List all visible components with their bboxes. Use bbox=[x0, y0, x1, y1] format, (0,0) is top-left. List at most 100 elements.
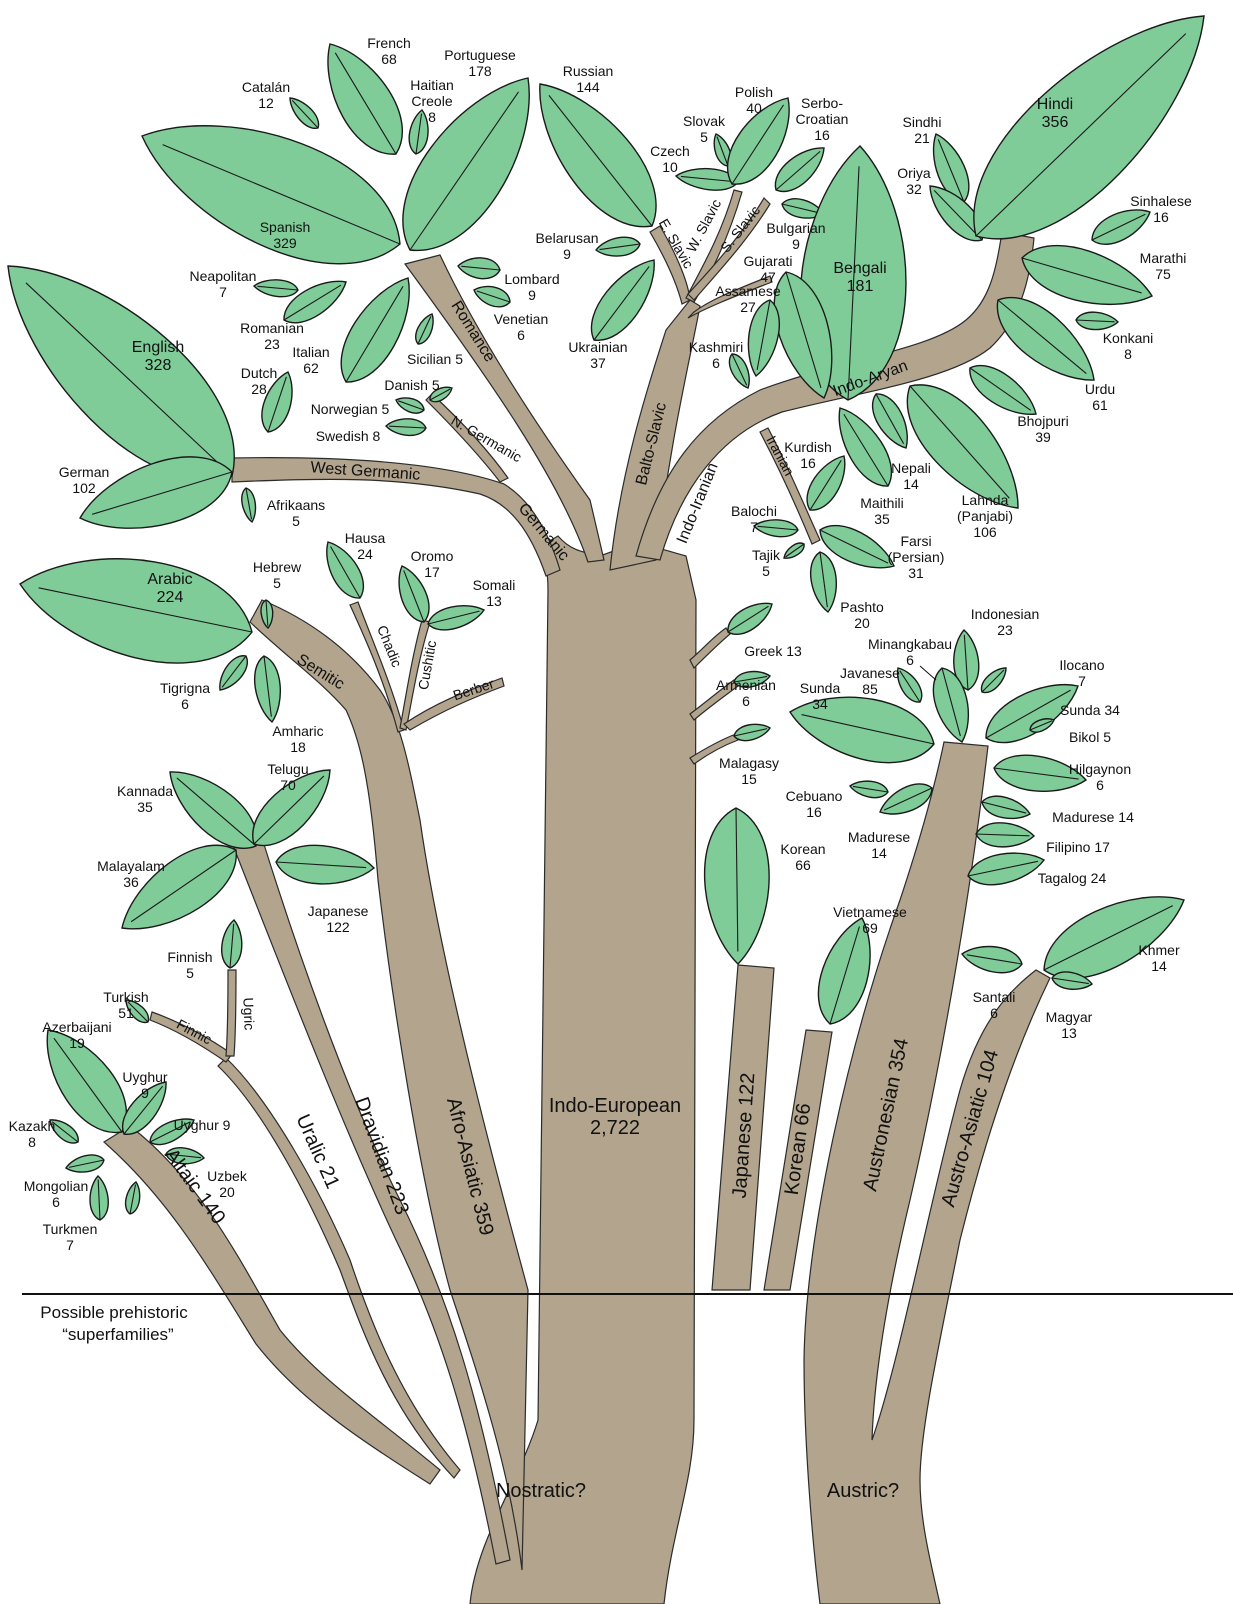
label-malayalam: Japanese122 bbox=[308, 903, 369, 935]
label-danish: Danish 5 bbox=[384, 377, 439, 393]
leaf-sicilian bbox=[416, 314, 433, 344]
label-konkani: Konkani8 bbox=[1103, 330, 1154, 362]
leaf-madurese bbox=[982, 796, 1030, 818]
leaf-english bbox=[8, 266, 234, 480]
leaf-arabic-blade bbox=[20, 559, 252, 663]
leaf-afrikaans bbox=[242, 488, 256, 522]
label-tagalog: Tagalog 24 bbox=[1038, 870, 1107, 886]
leaf-cebuano bbox=[880, 784, 932, 814]
leaf-tagalog bbox=[968, 853, 1044, 885]
label-serbo-croatian: Serbo-Croatian16 bbox=[796, 95, 849, 143]
leaf-ilocano bbox=[898, 668, 922, 702]
leaf-haitian-creole bbox=[409, 110, 428, 154]
leaf-somali bbox=[428, 606, 484, 630]
label-greek: Greek 13 bbox=[744, 643, 802, 659]
label-lombard: Lombard9 bbox=[504, 271, 559, 303]
annotation-superfamilies: Possible prehistoric“superfamilies” bbox=[40, 1303, 188, 1344]
leaf-hilgaynon bbox=[850, 781, 888, 798]
label-oriya: Oriya32 bbox=[897, 165, 931, 197]
leaf-malayalam bbox=[276, 845, 374, 884]
leaf-kazakh bbox=[66, 1155, 104, 1172]
label-tigrigna: Tigrigna6 bbox=[160, 680, 210, 712]
leaf-catalan bbox=[290, 98, 319, 128]
leaf-tamil bbox=[170, 772, 257, 848]
leaf-ukrainian bbox=[591, 260, 654, 340]
label-filipino: Filipino 17 bbox=[1046, 839, 1110, 855]
label-hindi: Hindi356 bbox=[1037, 96, 1073, 131]
leaf-sinhalese-blade bbox=[1092, 210, 1150, 244]
leaf-greek bbox=[728, 603, 772, 634]
label-malagasy: Indonesian23 bbox=[971, 606, 1040, 638]
leaf-armenian bbox=[734, 724, 770, 740]
label-japanese: Korean66 bbox=[780, 841, 825, 873]
leaf-filipino bbox=[976, 823, 1034, 847]
leaf-marathi-blade bbox=[1022, 246, 1152, 305]
leaf-khmer bbox=[962, 947, 1022, 973]
label-farsi: Farsi(Persian)31 bbox=[888, 533, 945, 581]
leaf-venetian-blade bbox=[474, 286, 510, 306]
leaf-madurese-blade bbox=[982, 796, 1030, 818]
leaf-serbo-croatian bbox=[775, 148, 824, 192]
label-swedish: Swedish 8 bbox=[316, 428, 381, 444]
label-cebuano: Madurese14 bbox=[848, 829, 910, 861]
label-afrikaans: Afrikaans5 bbox=[267, 497, 325, 529]
label-catalan: Catalán12 bbox=[242, 79, 290, 111]
leaf-sinhalese bbox=[1092, 210, 1150, 244]
leaf-khmer-blade bbox=[962, 947, 1022, 973]
label-sunda: Sunda 34 bbox=[1060, 702, 1120, 718]
leaf-marathi bbox=[1022, 246, 1152, 305]
leaf-tagalog-blade bbox=[968, 853, 1044, 885]
leaf-swedish bbox=[386, 419, 426, 436]
leaf-belarusan bbox=[596, 237, 640, 256]
leaf-kashmiri-blade bbox=[729, 354, 749, 388]
leaf-somali-blade bbox=[428, 606, 484, 630]
label-czech: Czech10 bbox=[650, 143, 690, 175]
leaf-neapolitan bbox=[254, 280, 298, 297]
leaf-lombard bbox=[458, 258, 500, 279]
label-hilgaynon: Cebuano16 bbox=[786, 788, 843, 820]
leaf-urdu bbox=[997, 298, 1094, 380]
superfamily-austric: Austric? bbox=[827, 1480, 899, 1502]
label-marathi: Marathi75 bbox=[1140, 250, 1187, 282]
leaf-turkish bbox=[47, 1030, 126, 1133]
label-tamil: Kannada35 bbox=[117, 783, 173, 815]
label-madurese: Madurese 14 bbox=[1052, 809, 1134, 825]
leaf-norwegian bbox=[396, 398, 424, 413]
leaf-minangkabau bbox=[981, 668, 1006, 693]
label-ukrainian: Ukrainian37 bbox=[568, 339, 627, 371]
label-russian: Russian144 bbox=[563, 63, 614, 95]
leaf-arabic bbox=[20, 559, 252, 663]
leader-indonesian bbox=[920, 666, 936, 680]
leaf-cebuano-blade bbox=[880, 784, 932, 814]
leaf-russian bbox=[540, 84, 656, 227]
label-tajik: Tajik5 bbox=[752, 547, 781, 579]
label-ilocano: Javanese85 bbox=[840, 665, 900, 697]
label-uyghur: Uyghur 9 bbox=[174, 1117, 231, 1133]
label-neapolitan: Neapolitan7 bbox=[190, 268, 257, 300]
superfamily-nostratic: Nostratic? bbox=[496, 1480, 586, 1502]
label-french: French68 bbox=[367, 35, 411, 67]
label-bikol: Bikol 5 bbox=[1069, 729, 1111, 745]
leaf-pashto bbox=[811, 552, 837, 612]
label-bhojpuri: Bhojpuri39 bbox=[1017, 413, 1068, 445]
leaf-spanish-blade bbox=[142, 126, 400, 264]
label-norwegian: Norwegian 5 bbox=[311, 401, 390, 417]
leaf-balochi bbox=[754, 520, 798, 537]
